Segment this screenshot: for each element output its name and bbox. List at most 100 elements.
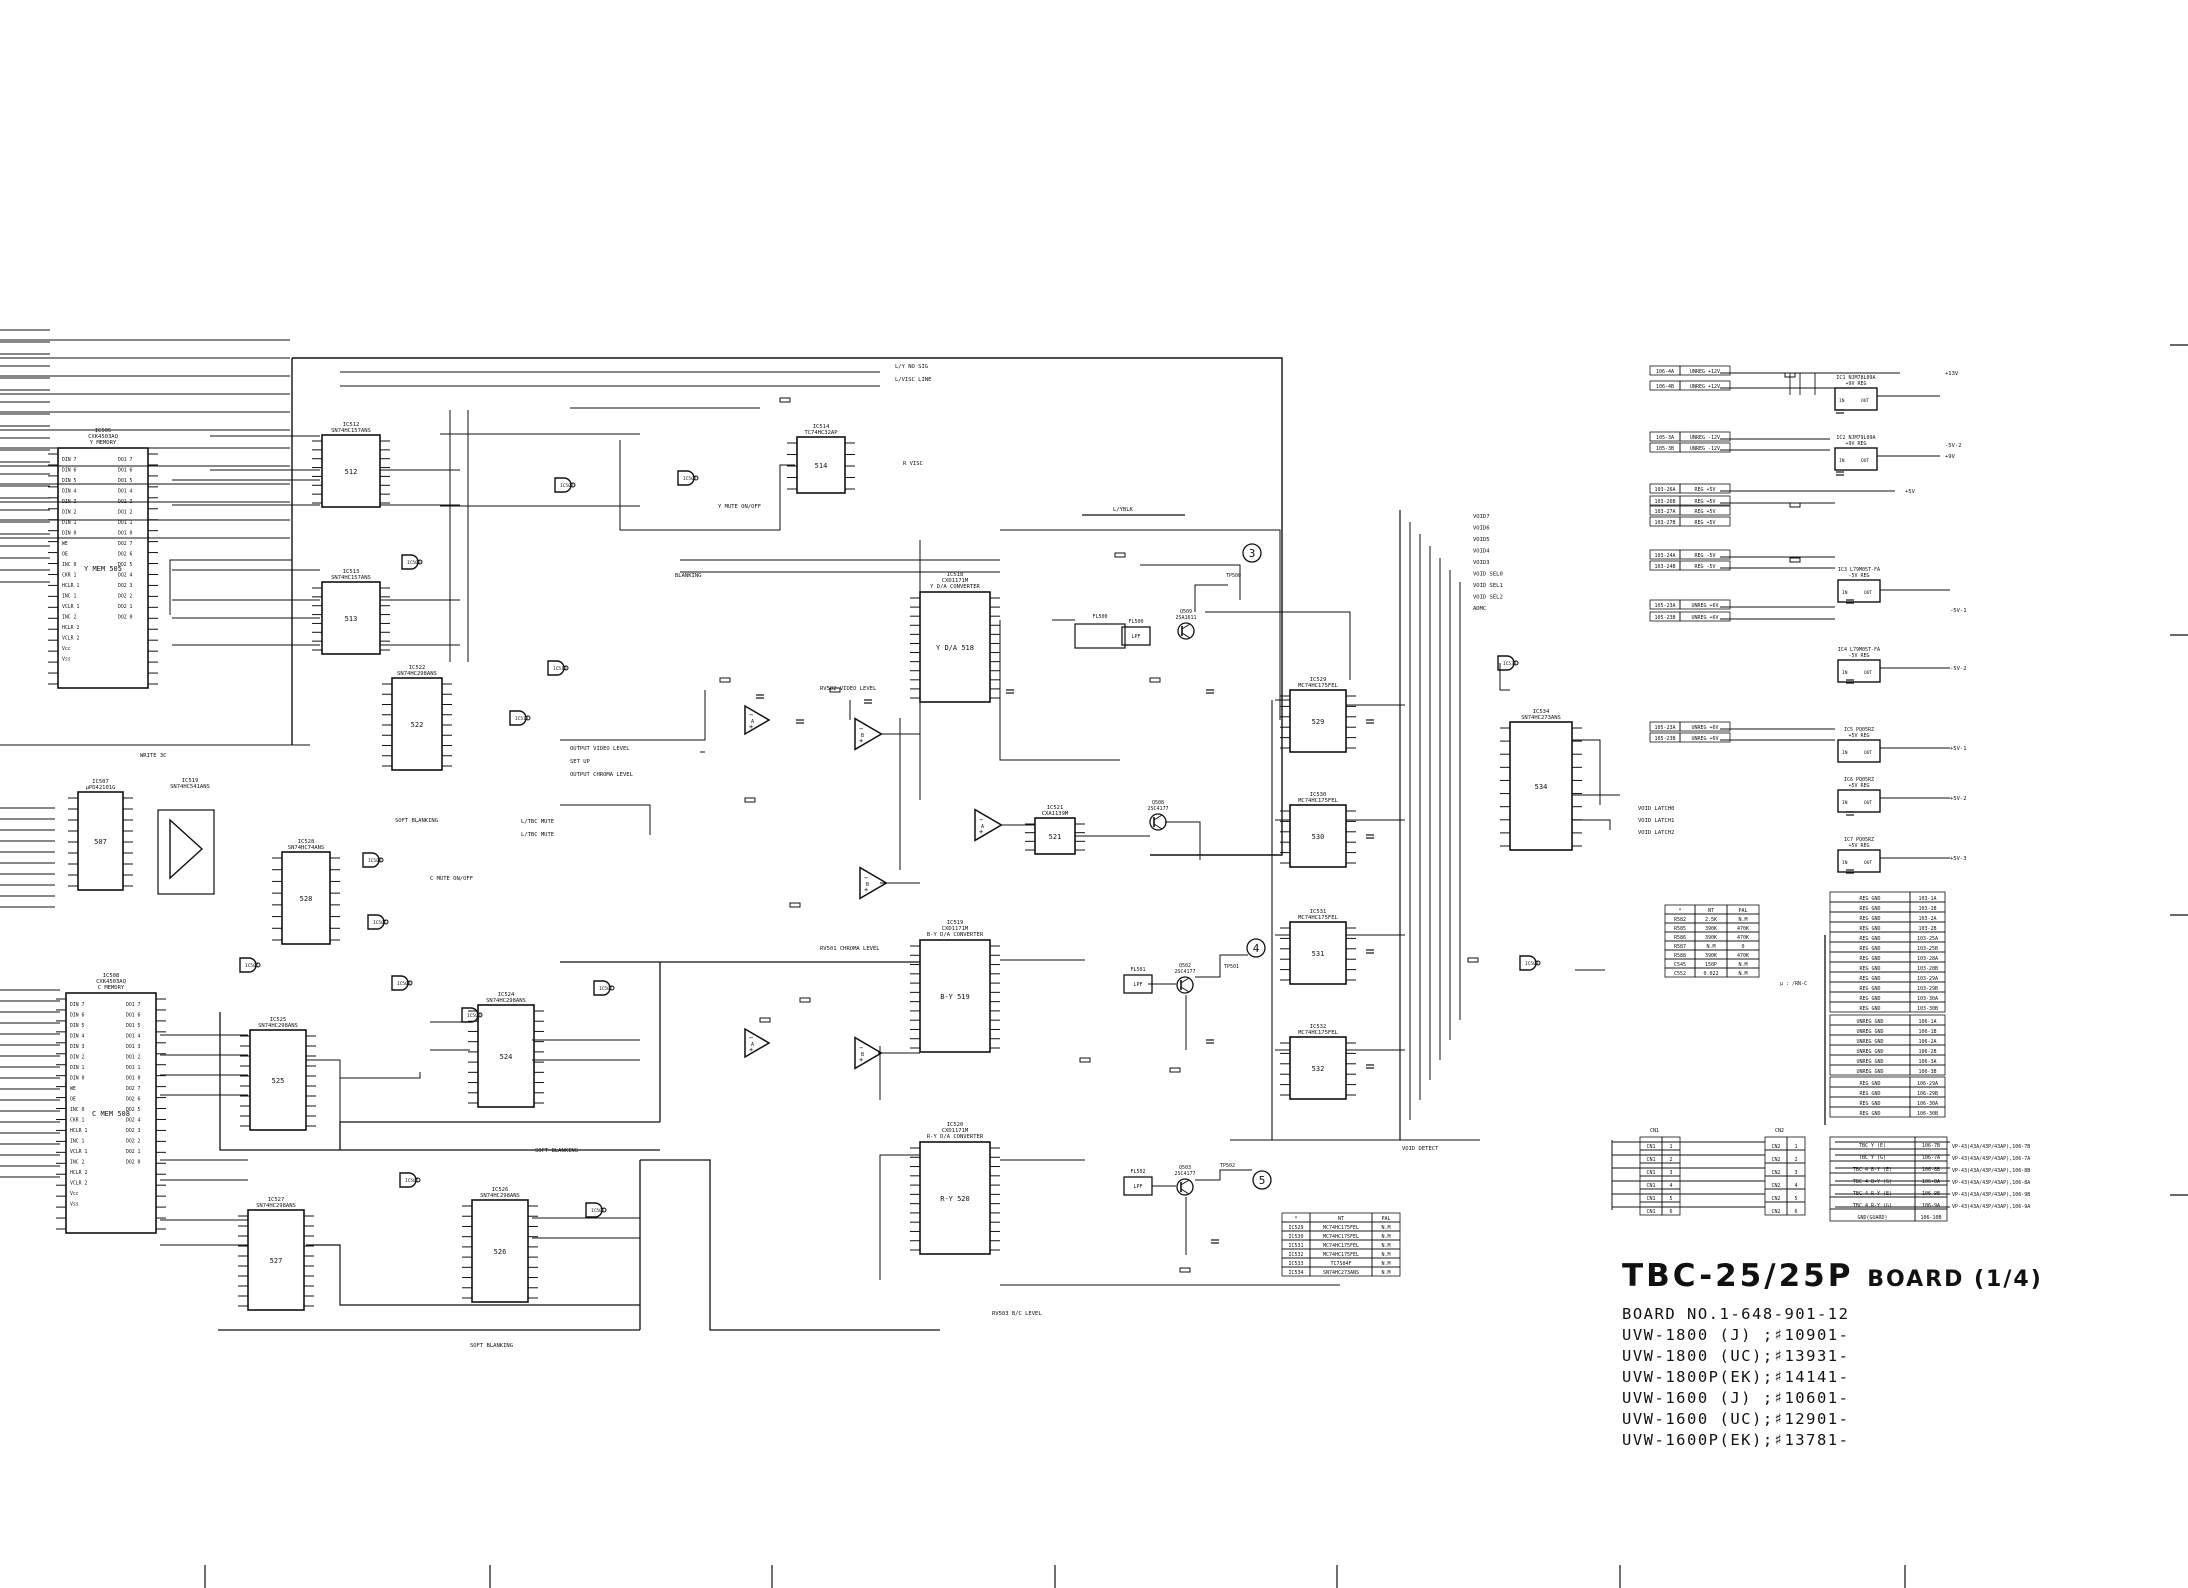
ic-part: SN74HC298ANS bbox=[258, 1023, 298, 1029]
table-text: REG GND bbox=[1859, 966, 1880, 972]
table-text: REG GND bbox=[1859, 1111, 1880, 1117]
table-text: N.M bbox=[1381, 1252, 1390, 1258]
pin-label: OUT bbox=[1864, 860, 1872, 866]
power-rail: +5V-3 bbox=[1950, 856, 1967, 862]
table-cell bbox=[1679, 365, 1731, 376]
power-connector: 103-27B REG +5V bbox=[1649, 516, 1731, 527]
table-text: N.M bbox=[1738, 971, 1747, 977]
ic-ic531 bbox=[1289, 921, 1347, 985]
board-name: TBC-25/25P bbox=[1622, 1258, 1854, 1294]
signal-void-latch: VOID LATCH2 bbox=[1638, 830, 1674, 836]
table-text: TBC Y (E) bbox=[1859, 1143, 1886, 1149]
gate-bubble bbox=[415, 1177, 421, 1183]
table-text: R586 bbox=[1674, 935, 1686, 941]
ic-body: 526 bbox=[494, 1248, 507, 1256]
pin-label: IN bbox=[1842, 800, 1848, 806]
table-text: CN2 bbox=[1771, 1157, 1780, 1163]
table-text: REG -5V bbox=[1694, 553, 1715, 559]
table-text: CN2 bbox=[1771, 1144, 1780, 1150]
test-point: TP502 bbox=[1220, 1163, 1235, 1169]
pin-label: IN bbox=[1842, 750, 1848, 756]
table-text: C545 bbox=[1674, 962, 1686, 968]
ic-body: 514 bbox=[815, 462, 828, 470]
table-text: IC534 bbox=[1288, 1270, 1303, 1276]
ic-ref: IC521 bbox=[1047, 805, 1064, 811]
resistor bbox=[1079, 1057, 1091, 1063]
transistor-c bbox=[1181, 623, 1191, 630]
transistor bbox=[1176, 976, 1194, 994]
ic-part: MC74HC175FEL bbox=[1298, 915, 1338, 921]
table-cell bbox=[1679, 505, 1731, 516]
pin-label: DIN 1 bbox=[70, 1065, 85, 1071]
table-text: REG +5V bbox=[1694, 520, 1715, 526]
table-text: 0.022 bbox=[1703, 971, 1718, 977]
gate-bubble bbox=[255, 962, 261, 968]
table-text: * bbox=[1678, 908, 1681, 914]
ic-body: C MEM 508 bbox=[92, 1110, 130, 1118]
wire bbox=[306, 1059, 341, 1120]
ic-body: Y D/A 518 bbox=[936, 644, 974, 652]
table-text: 103-2A bbox=[1918, 916, 1936, 922]
table-text: R582 bbox=[1674, 917, 1686, 923]
pin-label: DO2 2 bbox=[118, 594, 133, 600]
table-text: 103-25B bbox=[1917, 946, 1938, 952]
opamp-sign: + bbox=[749, 1046, 753, 1054]
opamp-sign: − bbox=[749, 711, 753, 719]
table-text: TBC Y (G) bbox=[1859, 1155, 1886, 1161]
table-text: 106-3B bbox=[1918, 1069, 1936, 1075]
test-point: TP500 bbox=[1226, 573, 1241, 579]
table-text: N.M bbox=[1381, 1243, 1390, 1249]
opamp bbox=[854, 717, 883, 751]
pin-label: DO1 4 bbox=[118, 489, 133, 495]
transistor-c bbox=[1153, 814, 1163, 821]
pin-label: DIN 3 bbox=[62, 499, 77, 505]
signal-y-mute: Y MUTE ON/OFF bbox=[718, 504, 761, 510]
ic-part: SN74HC541ANS bbox=[170, 784, 210, 790]
table-text: IC529 bbox=[1288, 1225, 1303, 1231]
signal-l-yblk: L/YBLK bbox=[1113, 507, 1134, 513]
ic-part: TC74HC32AP bbox=[804, 430, 838, 436]
resistor bbox=[759, 1017, 771, 1023]
ic-ic507 bbox=[77, 791, 124, 891]
signal-blanking: BLANKING bbox=[675, 573, 702, 579]
table-text: R588 bbox=[1674, 953, 1686, 959]
table-text: TBC 4 B-Y (G) bbox=[1853, 1179, 1892, 1185]
table-text: 106-8A bbox=[1922, 1179, 1940, 1185]
callout-circle bbox=[1252, 1170, 1272, 1190]
ic-ic528 bbox=[281, 851, 331, 945]
serial-line: UVW-1800P(EK);♯14141- bbox=[1622, 1368, 1850, 1386]
opamp-sign: − bbox=[979, 816, 983, 824]
table-cell bbox=[1679, 560, 1731, 571]
filter-ref: FL500 bbox=[1128, 619, 1143, 625]
table-text: 103-30B bbox=[1917, 1006, 1938, 1012]
signal-void-in: VOID SEL2 bbox=[1473, 595, 1503, 601]
pin-label: DO1 7 bbox=[126, 1002, 141, 1008]
table-text: REG +5V bbox=[1694, 509, 1715, 515]
pin-label: VCLR 2 bbox=[62, 636, 79, 642]
ic-body: 524 bbox=[500, 1053, 513, 1061]
regulator-role: +9V REG bbox=[1845, 441, 1866, 447]
regulator-role: +9V REG bbox=[1845, 381, 1866, 387]
table-text: CN1 bbox=[1646, 1170, 1655, 1176]
table-cell bbox=[1914, 1208, 1948, 1222]
regulator-ic3 bbox=[1837, 579, 1881, 603]
table-text: 103-27B bbox=[1654, 520, 1675, 526]
wire bbox=[1194, 584, 1228, 612]
ic-ref: IC532 bbox=[1310, 1024, 1327, 1030]
ic-ref: IC513 bbox=[343, 569, 360, 575]
table-text: 106-3A bbox=[1918, 1059, 1936, 1065]
table-text: 103-27A bbox=[1654, 509, 1675, 515]
pin-label: IN bbox=[1839, 398, 1845, 404]
table-text: UNREG GND bbox=[1856, 1019, 1883, 1025]
table-text: N.M bbox=[1381, 1261, 1390, 1267]
wire bbox=[1195, 954, 1248, 978]
ic-ref: IC514 bbox=[813, 424, 830, 430]
pin-label: INC 0 bbox=[70, 1107, 85, 1113]
ic-part: CXD1171M bbox=[942, 926, 969, 932]
table-text: 2.5K bbox=[1705, 917, 1717, 923]
opamp bbox=[744, 704, 771, 736]
ic-ref: IC526 bbox=[492, 1187, 509, 1193]
resistor bbox=[789, 902, 801, 908]
